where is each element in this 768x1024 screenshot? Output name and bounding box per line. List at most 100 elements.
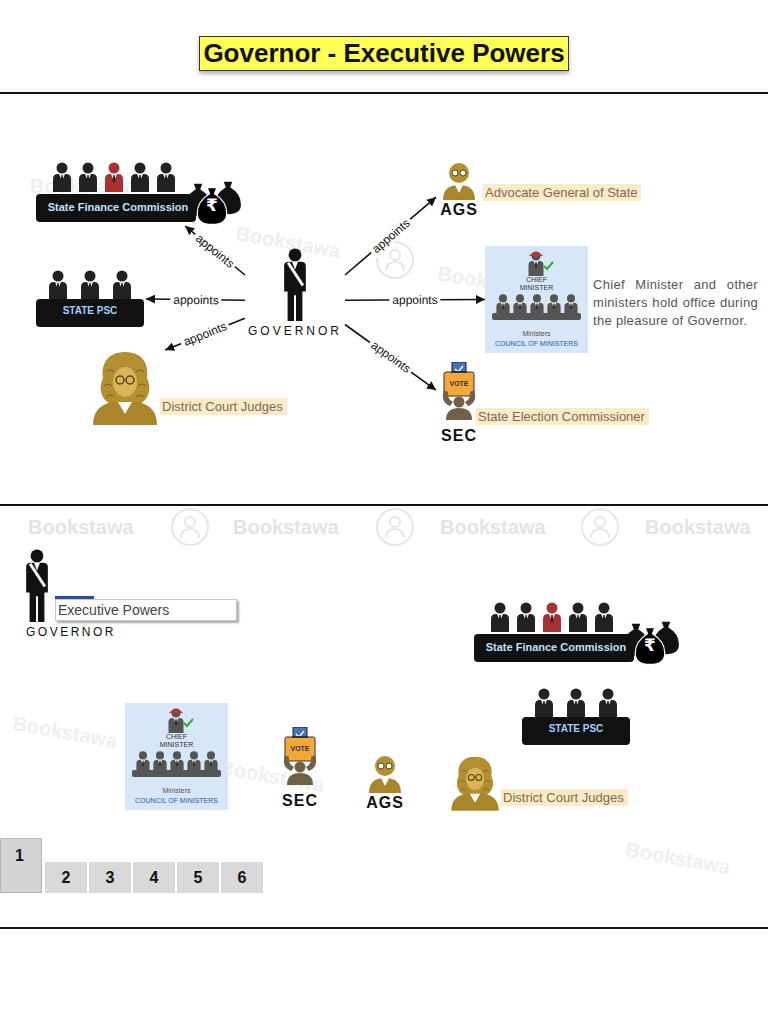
node-text: District Court Judges xyxy=(160,398,287,415)
watermark: Bookstawa xyxy=(624,838,732,878)
divider-line xyxy=(0,927,768,929)
watermark: Bookstawa xyxy=(440,516,546,538)
member-icon xyxy=(79,163,97,193)
node-text: Ministers xyxy=(485,329,588,338)
minister-icon xyxy=(496,294,509,316)
title-bar: Governor - Executive Powers xyxy=(0,36,768,71)
node-text: SEC xyxy=(277,793,323,809)
node-text: 5 xyxy=(177,869,219,887)
district-judges: District Court Judges xyxy=(90,350,305,425)
watermark: Bookstawa xyxy=(645,516,751,538)
node-text: District Court Judges xyxy=(501,789,628,806)
node-text: SEC xyxy=(436,428,482,444)
node-text: 3 xyxy=(89,869,131,887)
connector-arrow xyxy=(345,325,436,391)
page-tab: 1 xyxy=(0,838,42,893)
node-text: CHIEF MINISTER xyxy=(516,276,557,292)
page-tab: 4 xyxy=(133,862,175,893)
council-panel xyxy=(485,246,588,353)
node-text: GOVERNOR xyxy=(245,324,345,338)
ags-icon xyxy=(443,163,475,200)
governor-figure: GOVERNOR xyxy=(10,548,122,640)
edge-label: appoints xyxy=(389,293,440,307)
divider-line xyxy=(0,92,768,94)
sec-icon xyxy=(443,362,475,420)
advocate-general: Advocate General of StateAGS xyxy=(436,160,656,222)
watermark: Bookstawa xyxy=(11,712,119,752)
node-text: GOVERNOR xyxy=(26,625,116,639)
title-text: Governor - Executive Powers xyxy=(199,36,568,71)
node-text: State Election Commissioner xyxy=(476,408,649,425)
minister-icon xyxy=(547,294,560,316)
check-mark xyxy=(544,262,553,269)
finance-commission: State Finance Commission xyxy=(36,160,246,226)
member-icon xyxy=(81,271,99,301)
minister-icon xyxy=(530,294,543,316)
page-tab: 5 xyxy=(177,862,219,893)
node-text: State Finance Commission xyxy=(40,200,196,214)
ballot-label: VOTE xyxy=(444,380,474,388)
table-bar xyxy=(36,299,144,327)
chair-icon xyxy=(105,163,123,193)
node-text: 4 xyxy=(133,869,175,887)
governor-icon xyxy=(284,248,306,321)
watermark: Bookstawa xyxy=(218,756,326,796)
page-tab: 6 xyxy=(221,862,263,893)
psc-art xyxy=(36,271,144,328)
page-tab: 2 xyxy=(45,862,87,893)
rupee-sign: ₹ xyxy=(202,196,222,216)
connector-arrow xyxy=(185,226,245,275)
ags-icon xyxy=(369,756,401,793)
rupee-sign: ₹ xyxy=(640,636,660,656)
council-table xyxy=(492,313,581,320)
ballot-label: VOTE xyxy=(285,745,315,753)
member-icon xyxy=(113,271,131,301)
advocate-general: AGS xyxy=(362,755,408,810)
member-icon xyxy=(53,163,71,193)
node-text: COUNCIL OF MINISTERS xyxy=(125,796,228,805)
edge-label: appoints xyxy=(179,318,232,350)
district-judges: District Court Judges xyxy=(449,755,644,811)
node-text: AGS xyxy=(436,202,482,218)
node-text: STATE PSC xyxy=(36,304,144,318)
state-psc: STATE PSC xyxy=(522,688,632,746)
node-text: Advocate General of State xyxy=(483,184,641,201)
finance-commission-art xyxy=(474,603,679,665)
governor-figure: GOVERNOR xyxy=(245,248,345,338)
watermark-logo xyxy=(377,509,413,545)
node-text: 6 xyxy=(221,869,263,887)
governor-icon xyxy=(26,549,48,622)
note-text: Chief Minister and other ministers hold … xyxy=(593,276,758,330)
watermark-logo xyxy=(172,509,208,545)
connector-arrow xyxy=(165,318,245,350)
connector-arrow xyxy=(345,197,436,275)
finance-commission: State Finance Commission xyxy=(474,600,684,666)
minister-icon xyxy=(513,294,526,316)
chief-minister-icon xyxy=(529,251,544,276)
watermark-logo xyxy=(582,509,618,545)
node-text: COUNCIL OF MINISTERS xyxy=(485,339,588,348)
watermark: Bookstawa xyxy=(234,222,342,262)
table-bar xyxy=(36,194,196,222)
member-icon xyxy=(131,163,149,193)
judge-icon xyxy=(93,352,157,425)
page-tab: 3 xyxy=(89,862,131,893)
node-text: Executive Powers xyxy=(58,602,169,618)
node-text: 1 xyxy=(15,847,24,865)
section-heading-box: Executive Powers xyxy=(55,599,237,621)
node-text: State Finance Commission xyxy=(478,640,634,654)
money-bag xyxy=(197,188,227,225)
edge-label: appoints xyxy=(366,337,416,378)
election-commissioner: State Election CommissionerSEC xyxy=(436,360,668,446)
node-text: 2 xyxy=(45,869,87,887)
node-text: CHIEF MINISTER xyxy=(156,733,197,749)
psc-art xyxy=(522,689,630,746)
member-icon xyxy=(49,271,67,301)
council-art xyxy=(485,246,588,353)
judge-icon xyxy=(451,757,499,811)
state-psc: STATE PSC xyxy=(36,270,146,328)
watermark: Bookstawa xyxy=(28,516,134,538)
member-icon xyxy=(157,163,175,193)
election-commissioner: SEC xyxy=(277,727,323,810)
